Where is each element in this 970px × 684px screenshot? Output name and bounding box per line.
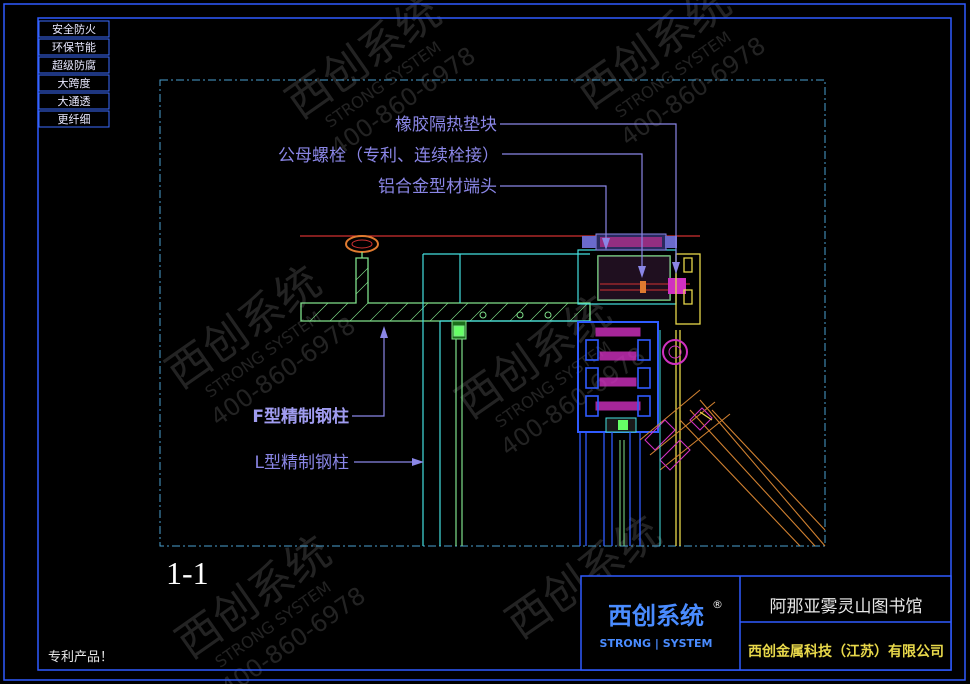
company-name: 西创金属科技（江苏）有限公司 bbox=[748, 643, 944, 660]
f-steel-column bbox=[300, 257, 591, 322]
title-block: 西创系统 ® STRONG | SYSTEM 阿那亚雾灵山图书馆 西创金属科技（… bbox=[580, 575, 952, 671]
sidebar-item-label: 大通透 bbox=[58, 94, 91, 108]
sidebar-item-label: 安全防火 bbox=[52, 22, 96, 36]
flange-fasteners bbox=[451, 311, 552, 340]
sidebar-item-span[interactable]: 大跨度 bbox=[38, 74, 110, 92]
detail-viewport bbox=[159, 79, 826, 547]
sidebar-item-energy[interactable]: 环保节能 bbox=[38, 38, 110, 56]
aluminum-mullion bbox=[577, 321, 659, 546]
glazing-frame bbox=[675, 253, 701, 546]
aluminum-end-block bbox=[577, 233, 690, 305]
logo-cn: 西创系统 bbox=[608, 602, 704, 630]
sidebar-item-corrosion[interactable]: 超级防腐 bbox=[38, 56, 110, 74]
lifting-ring bbox=[345, 235, 379, 258]
sidebar-item-slim[interactable]: 更纤细 bbox=[38, 110, 110, 128]
callout-aluminum-end: 铝合金型材端头 bbox=[378, 177, 497, 197]
sidebar: 安全防火 环保节能 超级防腐 大跨度 大通透 更纤细 bbox=[38, 20, 110, 128]
sidebar-item-label: 环保节能 bbox=[52, 40, 96, 54]
project-name: 阿那亚雾灵山图书馆 bbox=[770, 597, 923, 617]
outer-frame bbox=[3, 3, 966, 681]
patent-note: 专利产品！ bbox=[48, 650, 113, 665]
sidebar-item-label: 更纤细 bbox=[58, 113, 91, 126]
diagonal-louver bbox=[639, 339, 826, 547]
inner-frame bbox=[37, 17, 952, 671]
callout-rubber-block: 橡胶隔热垫块 bbox=[395, 115, 497, 135]
callout-l-column: L型精制钢柱 bbox=[255, 453, 349, 473]
sidebar-item-label: 大跨度 bbox=[58, 76, 91, 90]
callout-bolt: 公母螺栓（专利、连续栓接） bbox=[278, 146, 499, 166]
sidebar-item-fire[interactable]: 安全防火 bbox=[38, 20, 110, 38]
callout-arrows bbox=[380, 238, 680, 466]
section-label: 1-1 bbox=[166, 555, 209, 591]
callout-f-column: F型精制钢柱 bbox=[252, 406, 349, 427]
callout-leaders bbox=[352, 123, 677, 463]
sidebar-item-label: 超级防腐 bbox=[52, 58, 96, 72]
sidebar-item-transparency[interactable]: 大通透 bbox=[38, 92, 110, 110]
logo-registered: ® bbox=[712, 598, 723, 611]
logo-en: STRONG | SYSTEM bbox=[600, 637, 713, 650]
l-steel-column bbox=[422, 253, 590, 546]
